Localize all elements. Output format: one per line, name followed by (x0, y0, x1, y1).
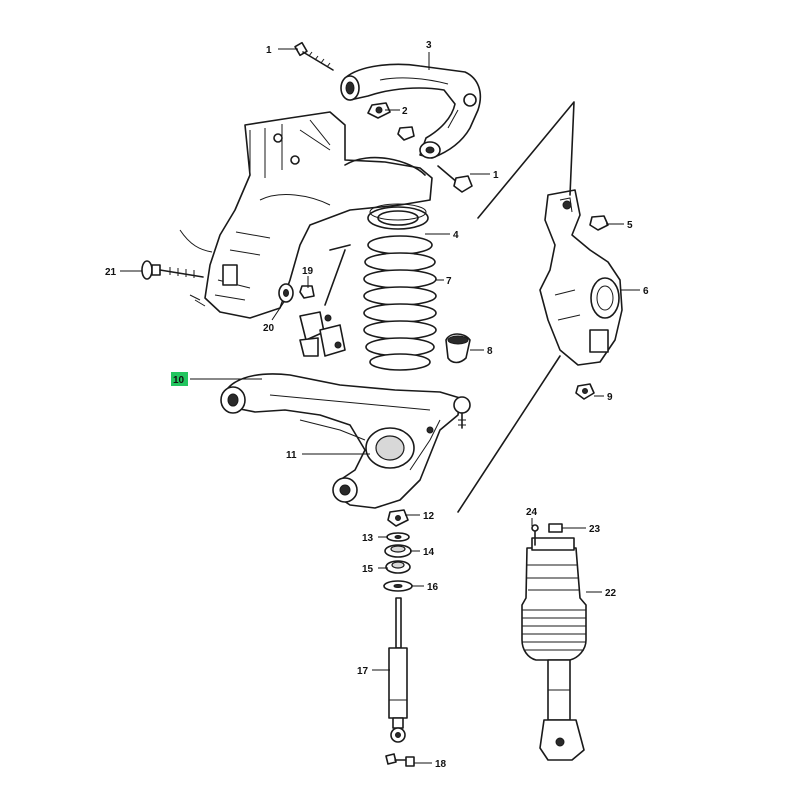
shock-absorber (388, 597, 408, 743)
callout-8: 8 (487, 346, 493, 357)
shock-washer-lower (383, 580, 413, 592)
callout-1-lower: 1 (493, 170, 499, 181)
nut-upper-arm (367, 102, 415, 141)
bolt-upper (294, 41, 334, 71)
spring-isolator (367, 203, 429, 230)
callout-13: 13 (362, 533, 374, 544)
callout-2: 2 (402, 106, 408, 117)
callout-9: 9 (607, 392, 613, 403)
lower-ball-joint (453, 396, 471, 429)
stabilizer-bracket (299, 244, 351, 357)
callout-10-highlight (171, 372, 188, 386)
knuckle-upper-nut (589, 215, 609, 231)
cam-nut (299, 285, 315, 299)
callout-10: 10 (173, 375, 185, 386)
callout-23: 23 (589, 524, 601, 535)
assembly-guide-lines (457, 101, 575, 513)
callout-21: 21 (105, 267, 117, 278)
air-line-fitting (531, 523, 563, 546)
air-spring-assembly (521, 537, 587, 761)
bolt-cam (141, 260, 204, 280)
upper-control-arm (340, 63, 482, 159)
jounce-bumper (445, 333, 471, 364)
callout-17: 17 (357, 666, 369, 677)
steering-knuckle (539, 189, 623, 366)
callout-3: 3 (426, 40, 432, 51)
bolt-lower-upper-arm (437, 165, 473, 193)
callout-11: 11 (286, 450, 297, 461)
callout-19: 19 (302, 266, 314, 277)
shock-washer-upper (386, 532, 410, 542)
coil-spring (363, 235, 437, 371)
shock-bushing-upper (384, 544, 412, 558)
callout-24: 24 (526, 507, 538, 518)
lower-control-arm (220, 373, 461, 509)
callout-16: 16 (427, 582, 439, 593)
callout-leaders (120, 48, 640, 764)
shock-bushing-lower (385, 560, 411, 574)
shock-upper-nut (387, 509, 409, 527)
callout-labels: 1 3 2 1 4 5 6 7 8 9 10 11 12 13 14 15 16… (105, 40, 649, 770)
callout-6: 6 (643, 286, 649, 297)
callout-4: 4 (453, 230, 459, 241)
callout-15: 15 (362, 564, 374, 575)
callout-20: 20 (263, 323, 275, 334)
callout-14: 14 (423, 547, 435, 558)
callout-22: 22 (605, 588, 617, 599)
callout-7: 7 (446, 276, 452, 287)
shock-lower-bolt (385, 753, 415, 767)
cam-washer (278, 283, 294, 303)
callout-1-top: 1 (266, 45, 272, 56)
callout-18: 18 (435, 759, 447, 770)
frame-crossmember (179, 111, 433, 319)
knuckle-lower-nut (575, 383, 595, 400)
callout-12: 12 (423, 511, 435, 522)
callout-5: 5 (627, 220, 633, 231)
